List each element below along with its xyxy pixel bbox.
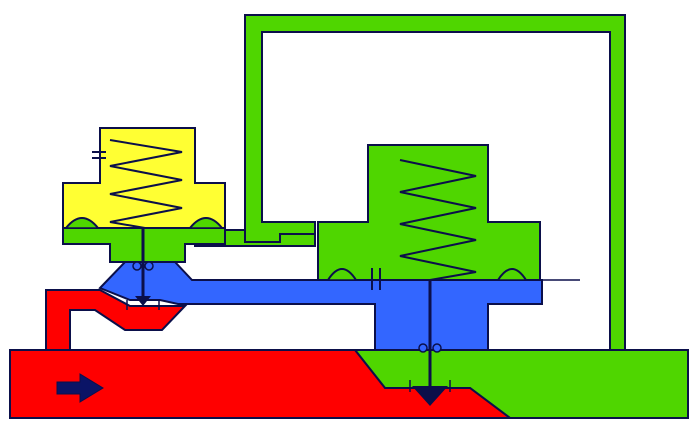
main-diaphragm <box>327 268 527 281</box>
pilot-supply-line <box>45 289 188 351</box>
main-valve-spring-chamber <box>317 144 541 281</box>
flow-arrow-icon <box>56 373 104 403</box>
pilot-diaphragm-bumps <box>65 217 223 229</box>
pilot-spring-chamber <box>62 127 226 229</box>
spring-icon <box>109 139 183 229</box>
inlet-pipe <box>9 349 513 419</box>
main-valve-plug <box>409 280 451 406</box>
main-plug <box>412 386 448 406</box>
inlet-body <box>9 349 513 419</box>
spring-icon <box>399 159 477 281</box>
pilot-valve <box>126 228 160 310</box>
pilot-adjuster-icon <box>92 151 106 159</box>
inlet-to-pilot-passage <box>45 289 188 351</box>
pilot-plug <box>135 296 151 306</box>
orifice-icon <box>371 268 381 290</box>
pilot-housing <box>62 127 226 229</box>
